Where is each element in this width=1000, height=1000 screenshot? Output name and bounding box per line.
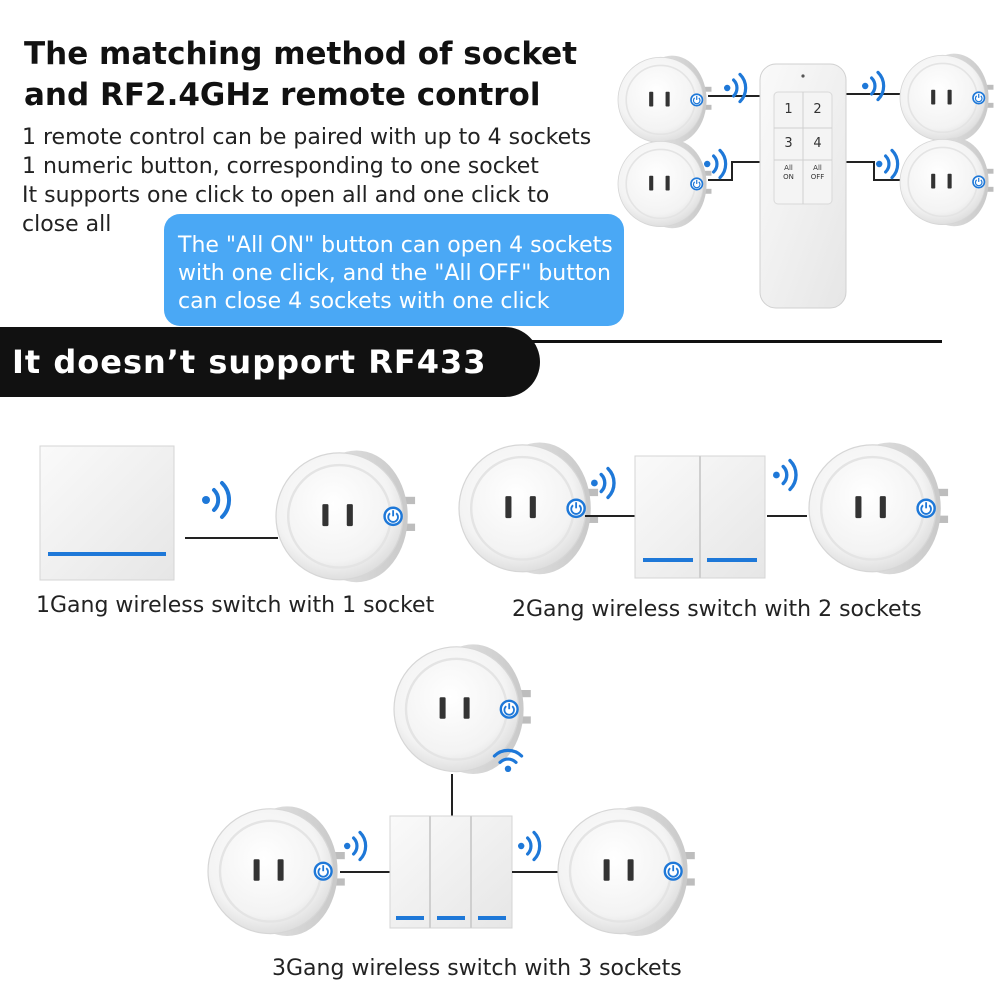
all-on-label-top: All [784, 164, 793, 172]
wall-switch-icon [39, 445, 175, 581]
page-title: The matching method of socket and RF2.4G… [24, 34, 577, 116]
all-on-label-bottom: ON [783, 173, 794, 181]
wireless-signal-icon [200, 481, 232, 519]
callout-line-3: can close 4 sockets with one click [178, 289, 550, 314]
remote-control-icon [759, 63, 847, 309]
remote-button-1: 1 [784, 102, 793, 117]
remote-button-2: 2 [813, 102, 822, 117]
callout-line-2: with one click, and the "All OFF" button [178, 261, 611, 286]
one-gang-diagram [30, 440, 460, 590]
smart-plug-icon [556, 805, 697, 938]
smart-plug-icon [274, 449, 417, 584]
wireless-signal-icon [342, 830, 368, 862]
remote-button-all-on: All ON [774, 164, 803, 182]
caption-two-gang: 2Gang wireless switch with 2 sockets [512, 597, 922, 622]
three-gang-diagram [200, 640, 760, 940]
smart-plug-icon [617, 54, 713, 146]
wireless-signal-icon [860, 70, 886, 102]
two-gang-diagram [455, 436, 1000, 586]
wireless-signal-icon [516, 830, 542, 862]
all-off-label-bottom: OFF [810, 173, 825, 181]
smart-plug-icon [206, 805, 346, 938]
title-line-1: The matching method of socket [24, 36, 578, 72]
callout-line-1: The "All ON" button can open 4 sockets [178, 233, 613, 258]
remote-button-3: 3 [784, 136, 793, 151]
smart-plug-icon [617, 138, 713, 230]
wireless-signal-icon [874, 148, 900, 180]
smart-plug-icon [899, 52, 995, 144]
rf433-banner [0, 327, 540, 397]
description-line-2: 1 numeric button, corresponding to one s… [22, 154, 539, 179]
wall-switch-icon [389, 815, 513, 929]
wall-switch-icon [634, 455, 766, 579]
smart-plug-icon [457, 441, 600, 576]
caption-three-gang: 3Gang wireless switch with 3 sockets [272, 956, 682, 981]
all-on-off-callout: The "All ON" button can open 4 sockets w… [164, 214, 624, 326]
remote-button-4: 4 [813, 136, 822, 151]
wireless-signal-icon [722, 72, 748, 104]
remote-pairing-diagram: 1 2 3 4 All ON All OFF [612, 50, 1000, 320]
title-line-2: and RF2.4GHz remote control [24, 77, 541, 113]
description-line-1: 1 remote control can be paired with up t… [22, 125, 592, 150]
description-line-3: It supports one click to open all and on… [22, 183, 550, 208]
all-off-label-top: All [813, 164, 822, 172]
wireless-signal-icon [771, 458, 798, 492]
smart-plug-icon [392, 643, 533, 776]
description-line-4: close all [22, 212, 112, 237]
caption-one-gang: 1Gang wireless switch with 1 socket [36, 593, 435, 618]
remote-button-all-off: All OFF [803, 164, 832, 182]
description-block: 1 remote control can be paired with up t… [22, 123, 622, 239]
smart-plug-icon [899, 136, 995, 228]
smart-plug-icon [807, 441, 950, 576]
rf433-banner-text: It doesn’t support RF433 [12, 343, 487, 381]
